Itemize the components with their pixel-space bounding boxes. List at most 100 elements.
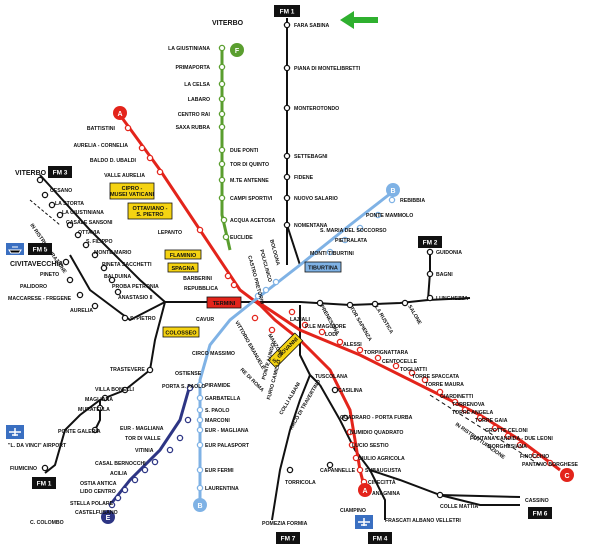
station-dot[interactable] [218, 110, 226, 118]
station-dot[interactable] [516, 441, 524, 449]
station-dot[interactable] [218, 80, 226, 88]
station-dot[interactable] [100, 264, 108, 272]
station-dot[interactable] [121, 314, 129, 322]
station-dot[interactable] [36, 176, 44, 184]
station-dot[interactable] [283, 21, 291, 29]
station-dot[interactable] [491, 424, 499, 432]
station-dot[interactable] [504, 432, 512, 440]
station-dot[interactable] [262, 286, 270, 294]
station-dot[interactable] [392, 362, 400, 370]
line-badge-a[interactable]: A [113, 106, 127, 120]
station-dot[interactable] [166, 446, 174, 454]
fm3-badge[interactable]: FM 3 [48, 166, 72, 178]
station-dot[interactable] [74, 231, 82, 239]
station-dot[interactable] [114, 494, 122, 502]
station-dot[interactable] [218, 160, 226, 168]
station-dot[interactable] [283, 173, 291, 181]
station-dot[interactable] [48, 201, 56, 209]
line-badge-b-south[interactable]: B [193, 498, 207, 512]
station-dot[interactable] [374, 354, 382, 362]
station-dot[interactable] [348, 441, 356, 449]
station-dot[interactable] [251, 314, 259, 322]
station-dot[interactable] [91, 251, 99, 259]
station-dot[interactable] [66, 276, 74, 284]
station-dot[interactable] [91, 302, 99, 310]
station-dot[interactable] [196, 484, 204, 492]
station-dot[interactable] [82, 241, 90, 249]
station-dot[interactable] [218, 176, 226, 184]
station-dot[interactable] [301, 321, 309, 329]
station-dot[interactable] [356, 224, 364, 232]
fm4-badge[interactable]: FM 4 [368, 532, 392, 544]
station-dot[interactable] [176, 434, 184, 442]
station-dot[interactable] [326, 248, 334, 256]
station-dot[interactable] [436, 491, 444, 499]
station-dot[interactable] [283, 104, 291, 112]
station-dot[interactable] [218, 95, 226, 103]
station-dot[interactable] [124, 124, 132, 132]
station-dot[interactable] [341, 414, 349, 422]
station-dot[interactable] [426, 294, 434, 302]
station-dot[interactable] [220, 216, 228, 224]
station-dot[interactable] [546, 459, 554, 467]
station-dot[interactable] [151, 458, 159, 466]
station-dot[interactable] [141, 466, 149, 474]
badge-ottaviano[interactable]: OTTAVIANO -S. PIETRO [127, 202, 173, 220]
line-badge-b-north[interactable]: B [386, 183, 400, 197]
fm5-badge[interactable]: FM 5 [28, 243, 52, 255]
badge-flaminio[interactable]: FLAMINIO [164, 249, 202, 260]
station-dot[interactable] [66, 221, 74, 229]
station-dot[interactable] [374, 211, 382, 219]
station-dot[interactable] [531, 451, 539, 459]
station-dot[interactable] [131, 476, 139, 484]
station-dot[interactable] [186, 384, 194, 392]
station-dot[interactable] [288, 308, 296, 316]
station-dot[interactable] [196, 426, 204, 434]
fm1-bottom-badge[interactable]: FM 1 [32, 477, 56, 489]
badge-colosseo[interactable]: COLOSSEO [162, 326, 200, 338]
fm2-badge[interactable]: FM 2 [418, 236, 442, 248]
station-dot[interactable] [218, 63, 226, 71]
station-dot[interactable] [218, 194, 226, 202]
station-dot[interactable] [196, 466, 204, 474]
station-dot[interactable] [283, 64, 291, 72]
station-dot[interactable] [230, 281, 238, 289]
station-dot[interactable] [286, 466, 294, 474]
badge-spagna[interactable]: SPAGNA [167, 262, 199, 273]
station-dot[interactable] [146, 154, 154, 162]
station-dot[interactable] [426, 270, 434, 278]
station-dot[interactable] [356, 466, 364, 474]
station-dot[interactable] [346, 301, 354, 309]
station-dot[interactable] [426, 248, 434, 256]
station-dot[interactable] [451, 398, 459, 406]
station-dot[interactable] [461, 406, 469, 414]
station-dot[interactable] [318, 328, 326, 336]
line-badge-c[interactable]: C [560, 468, 574, 482]
station-dot[interactable] [326, 461, 334, 469]
station-dot[interactable] [108, 501, 116, 509]
station-dot[interactable] [331, 386, 339, 394]
fm7-badge[interactable]: FM 7 [276, 532, 300, 544]
line-badge-a-south[interactable]: A [358, 483, 372, 497]
station-dot[interactable] [436, 388, 444, 396]
station-dot[interactable] [272, 278, 280, 286]
station-dot[interactable] [336, 338, 344, 346]
station-dot[interactable] [341, 236, 349, 244]
station-dot[interactable] [156, 168, 164, 176]
station-dot[interactable] [254, 292, 262, 300]
station-dot[interactable] [196, 381, 204, 389]
station-dot[interactable] [356, 346, 364, 354]
fm6-badge[interactable]: FM 6 [528, 507, 552, 519]
line-badge-e[interactable]: E [101, 510, 115, 524]
station-dot[interactable] [224, 272, 232, 280]
station-dot[interactable] [101, 394, 109, 402]
badge-termini[interactable]: TERMINI [206, 296, 242, 309]
station-dot[interactable] [108, 276, 116, 284]
station-dot[interactable] [408, 369, 416, 377]
station-dot[interactable] [421, 376, 429, 384]
station-dot[interactable] [41, 464, 49, 472]
fm1-top-badge[interactable]: FM 1 [274, 5, 300, 17]
station-dot[interactable] [62, 258, 70, 266]
station-dot[interactable] [388, 196, 396, 204]
station-dot[interactable] [218, 44, 226, 52]
